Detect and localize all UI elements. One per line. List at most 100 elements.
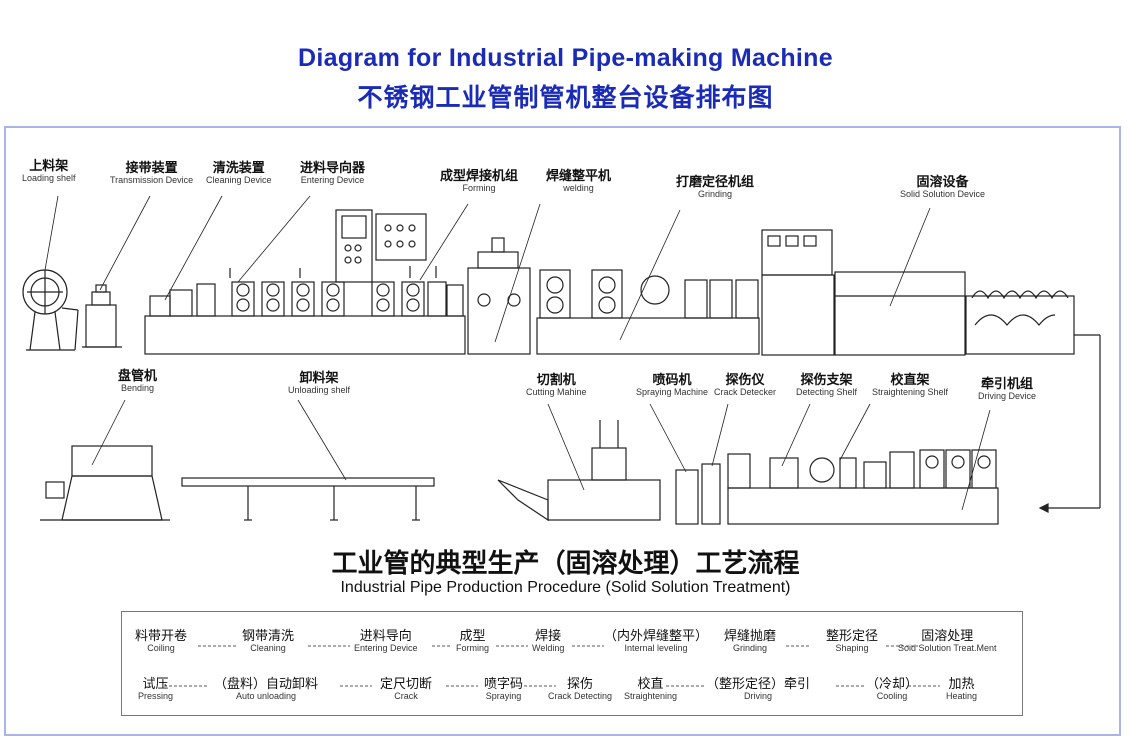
label-cn: 牵引机组 xyxy=(981,377,1034,392)
label-cn: 切割机 xyxy=(536,373,576,388)
label-cn: 固溶设备 xyxy=(916,175,969,190)
procedure-flow-box xyxy=(121,611,1023,716)
label-forming: 成型焊接机组 Forming xyxy=(440,169,519,194)
label-cn: 清洗装置 xyxy=(212,161,265,176)
label-solid-solution: 固溶设备 Solid Solution Device xyxy=(900,175,986,200)
step-en: Pressing xyxy=(138,690,174,701)
step-en: Auto unloading xyxy=(235,690,297,701)
label-driving-device: 牵引机组 Driving Device xyxy=(978,377,1037,402)
grinding-drawing xyxy=(536,269,760,355)
label-en: Bending xyxy=(120,383,155,394)
step-en: Internal leveling xyxy=(624,642,688,653)
step-en: Driving xyxy=(744,690,773,701)
flow-step: （内外焊缝整平）Internal leveling xyxy=(604,630,708,653)
label-spraying-machine: 喷码机 Spraying Machine xyxy=(636,373,709,398)
label-en: Transmission Device xyxy=(110,175,194,186)
label-cn: 焊缝整平机 xyxy=(546,169,612,184)
label-cn: 校直架 xyxy=(890,373,930,388)
step-en: Cleaning xyxy=(250,642,286,653)
label-en: Solid Solution Device xyxy=(900,189,986,200)
step-cn: 整形定径 xyxy=(826,629,879,644)
step-en: Shaping xyxy=(835,642,869,653)
label-cn: 卸料架 xyxy=(299,371,339,386)
step-en: Crack Detecting xyxy=(548,690,613,701)
leader-lines xyxy=(44,195,991,511)
transmission-device-drawing xyxy=(82,284,122,348)
step-cn: 喷字码 xyxy=(484,677,524,692)
step-en: Crack xyxy=(394,690,418,701)
label-en: Detecting Shelf xyxy=(796,387,858,398)
step-en: Grinding xyxy=(732,642,768,653)
step-cn: （盘料）自动卸料 xyxy=(214,677,319,692)
step-en: Heating xyxy=(946,690,978,701)
label-en: Driving Device xyxy=(978,391,1037,402)
label-cn: 成型焊接机组 xyxy=(440,169,519,184)
unloading-shelf-drawing xyxy=(181,477,435,521)
label-en: Forming xyxy=(462,183,496,194)
step-en: Cooling xyxy=(876,690,908,701)
procedure-title-chinese: 工业管的典型生产（固溶处理）工艺流程 xyxy=(331,549,800,579)
flow-step: （冷却）Cooling xyxy=(866,678,918,701)
label-en: Unloading shelf xyxy=(288,385,351,396)
label-en: Straightening Shelf xyxy=(872,387,949,398)
step-cn: 探伤 xyxy=(567,677,594,692)
label-cutting-machine: 切割机 Cutting Mahine xyxy=(526,373,587,398)
step-en: Straightening xyxy=(624,690,678,701)
step-cn: 试压 xyxy=(142,677,169,692)
label-straightening-shelf: 校直架 Straightening Shelf xyxy=(872,373,949,398)
label-cn: 喷码机 xyxy=(652,373,692,388)
procedure-title-english: Industrial Pipe Production Procedure (So… xyxy=(340,579,791,596)
step-en: Coiling xyxy=(147,642,175,653)
step-cn: 成型 xyxy=(459,629,486,644)
label-cleaning-device: 清洗装置 Cleaning Device xyxy=(206,161,272,186)
step-en: Soid Solution Treat.Ment xyxy=(898,642,997,653)
driving-line-drawing xyxy=(727,449,999,525)
label-welding: 焊缝整平机 welding xyxy=(546,169,612,194)
label-detecting-shelf: 探伤支架 Detecting Shelf xyxy=(796,373,858,398)
label-cn: 探伤仪 xyxy=(725,373,765,388)
step-cn: 焊缝抛磨 xyxy=(724,629,777,644)
step-cn: 钢带清洗 xyxy=(242,629,295,644)
label-unloading-shelf: 卸料架 Unloading shelf xyxy=(288,371,351,396)
label-crack-detector: 探伤仪 Crack Detecker xyxy=(714,373,777,398)
label-loading-shelf: 上料架 Loading shelf xyxy=(22,159,76,184)
label-en: Crack Detecker xyxy=(714,387,777,398)
return-connector xyxy=(1038,334,1101,513)
step-cn: 定尺切断 xyxy=(380,677,433,692)
step-cn: 进料导向 xyxy=(359,629,412,644)
label-cn: 接带装置 xyxy=(125,161,178,176)
label-en: Grinding xyxy=(697,189,733,200)
step-en: Welding xyxy=(532,642,565,653)
loading-shelf-drawing xyxy=(22,269,79,351)
label-cn: 打磨定径机组 xyxy=(676,175,755,190)
label-en: welding xyxy=(563,183,594,194)
label-en: Spraying Machine xyxy=(636,387,709,398)
label-en: Entering Device xyxy=(300,175,365,186)
cutting-machine-drawing xyxy=(497,420,661,522)
label-entering-device: 进料导向器 Entering Device xyxy=(300,161,365,186)
step-cn: 加热 xyxy=(948,677,975,692)
forming-line-drawing xyxy=(144,209,466,355)
label-cn: 盘管机 xyxy=(118,369,158,384)
step-cn: （冷却） xyxy=(866,677,919,692)
step-en: Entering Device xyxy=(354,642,418,653)
label-transmission-device: 接带装置 Transmission Device xyxy=(110,161,194,186)
crack-detector-drawing xyxy=(701,463,721,525)
label-en: Cleaning Device xyxy=(206,175,272,186)
step-cn: 固溶处理 xyxy=(921,629,974,644)
bending-drawing xyxy=(40,445,170,521)
